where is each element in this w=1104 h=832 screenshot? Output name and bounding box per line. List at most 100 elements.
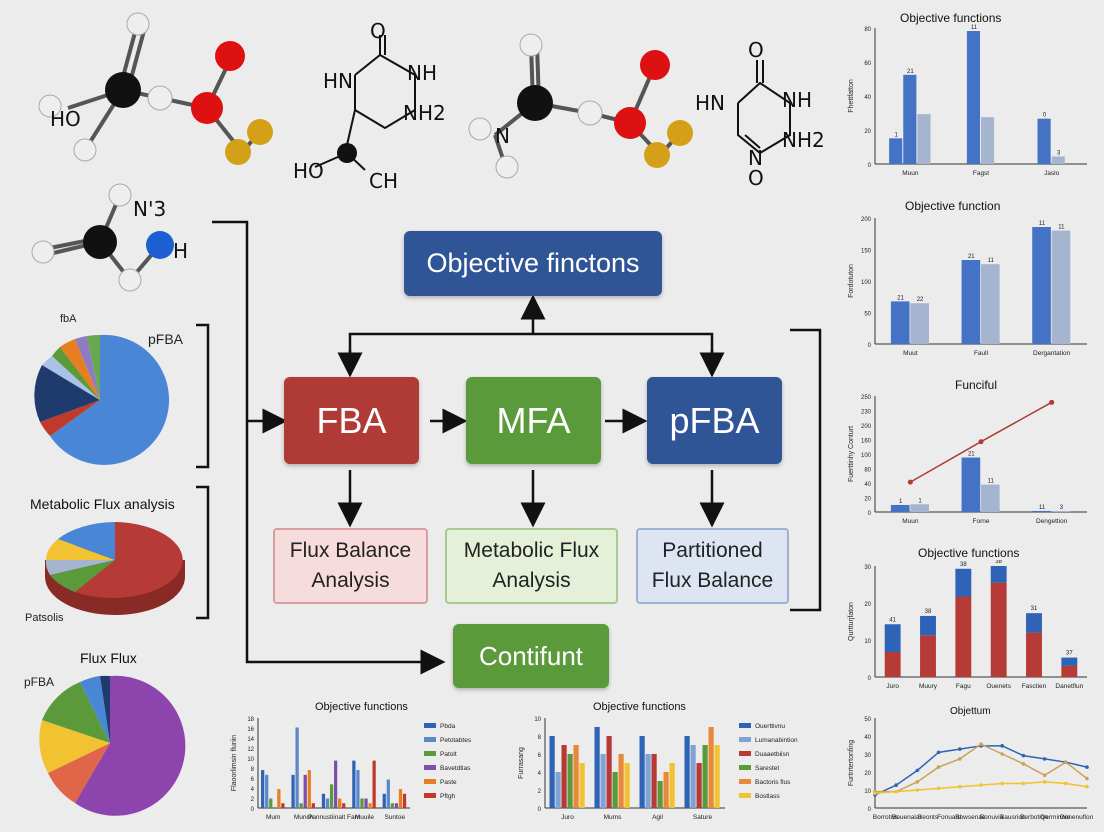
chart6-title: Objective functions <box>315 701 408 713</box>
x-tick-label: Mums <box>604 814 622 821</box>
chem-label-nh3: NH <box>782 88 812 112</box>
molecule-5-label-n: N'3 <box>133 197 166 221</box>
legend-swatch <box>424 779 436 784</box>
data-label: 31 <box>1031 606 1038 612</box>
data-point <box>1000 752 1004 756</box>
bar <box>265 774 269 808</box>
chem-label-o: O <box>370 19 386 43</box>
bar <box>1051 156 1065 164</box>
data-label: 21 <box>897 295 904 301</box>
molecule-ball-stick-1: HO <box>38 12 273 165</box>
bar <box>291 774 295 808</box>
x-tick-label: Suntoe <box>384 814 405 821</box>
y-axis-label: Fuerttinhy Conturt <box>848 426 855 482</box>
chart7-title: Objective functions <box>593 701 686 713</box>
x-tick-label: Danetflun <box>1055 683 1083 690</box>
data-label: 11 <box>1039 505 1046 511</box>
legend-label: Petotabtes <box>440 737 472 744</box>
legend-label: Duaaetbiisn <box>755 751 790 758</box>
data-point <box>936 786 941 791</box>
molecule-ball-stick-3: N'3 H <box>31 183 188 292</box>
trend-point <box>907 479 913 485</box>
bar <box>990 582 1007 677</box>
bar <box>702 745 708 808</box>
y-tick-label: 6 <box>251 777 255 783</box>
bar <box>1061 657 1078 666</box>
data-label: 38 <box>995 560 1002 565</box>
bottom-result-box[interactable]: Contifunt <box>453 624 609 688</box>
data-label: 1 <box>918 498 922 504</box>
legend-label: Bactoris flus <box>755 779 791 786</box>
bar <box>708 727 714 808</box>
x-tick-label: Mum <box>266 814 280 821</box>
data-label: 11 <box>1058 225 1065 231</box>
x-tick-label: Dergantation <box>1033 350 1071 357</box>
bar <box>390 803 394 808</box>
y-tick-label: 14 <box>247 737 254 743</box>
legend-label: Bostlass <box>755 793 780 800</box>
legend-label: Bavetdtlas <box>440 765 471 772</box>
bar <box>1037 118 1051 164</box>
chart4-title: Objective functions <box>918 546 1020 560</box>
legend-swatch <box>424 765 436 770</box>
pfba-box[interactable]: pFBA <box>647 377 782 464</box>
bar <box>295 727 299 808</box>
bar <box>684 736 690 808</box>
data-point <box>979 783 983 787</box>
data-point <box>1085 776 1089 781</box>
x-tick-label: Ouenets <box>986 683 1011 690</box>
bar <box>338 798 342 808</box>
x-tick-label: Fagu <box>956 683 971 690</box>
bar <box>669 763 675 808</box>
data-point <box>1064 760 1068 764</box>
bar <box>1026 613 1042 633</box>
legend-swatch <box>739 751 751 756</box>
legend-swatch <box>424 751 436 756</box>
y-tick-label: 40 <box>864 482 871 488</box>
bar <box>261 770 265 808</box>
y-tick-label: 4 <box>538 771 542 777</box>
pie3-title: Flux Flux <box>80 650 137 666</box>
bar <box>303 774 307 808</box>
x-tick-label: Sature <box>693 814 713 821</box>
data-point <box>894 783 898 787</box>
bar <box>657 781 663 808</box>
y-tick-label: 50 <box>864 312 871 318</box>
x-tick-label: Forne <box>973 518 990 525</box>
x-tick-label: Qerminnio <box>1040 814 1070 821</box>
chem-label-n: N <box>748 146 763 170</box>
bar <box>402 793 407 808</box>
data-point <box>936 750 941 755</box>
data-label: 3 <box>1060 505 1064 511</box>
bar <box>903 74 917 164</box>
y-tick-label: 8 <box>538 735 542 741</box>
data-label: 21 <box>968 254 975 260</box>
bar <box>714 745 720 808</box>
y-tick-label: 0 <box>538 807 542 813</box>
bar <box>612 772 618 808</box>
bar <box>1032 510 1051 512</box>
y-tick-label: 6 <box>538 753 542 759</box>
bar <box>307 770 311 808</box>
data-label: 22 <box>917 297 924 303</box>
legend-label: Sarestet <box>755 765 779 772</box>
legend-swatch <box>739 765 751 770</box>
objective-functions-box[interactable]: Objective finctons <box>404 231 662 296</box>
data-point <box>958 747 962 751</box>
bar <box>1061 665 1078 677</box>
bar <box>600 754 606 808</box>
bar <box>663 772 669 808</box>
data-label: 21 <box>968 452 975 458</box>
fba-box[interactable]: FBA <box>284 377 419 464</box>
bar <box>382 793 386 808</box>
y-axis-label: Furrasang <box>518 747 525 779</box>
y-tick-label: 4 <box>251 787 255 793</box>
mfa-box[interactable]: MFA <box>466 377 601 464</box>
